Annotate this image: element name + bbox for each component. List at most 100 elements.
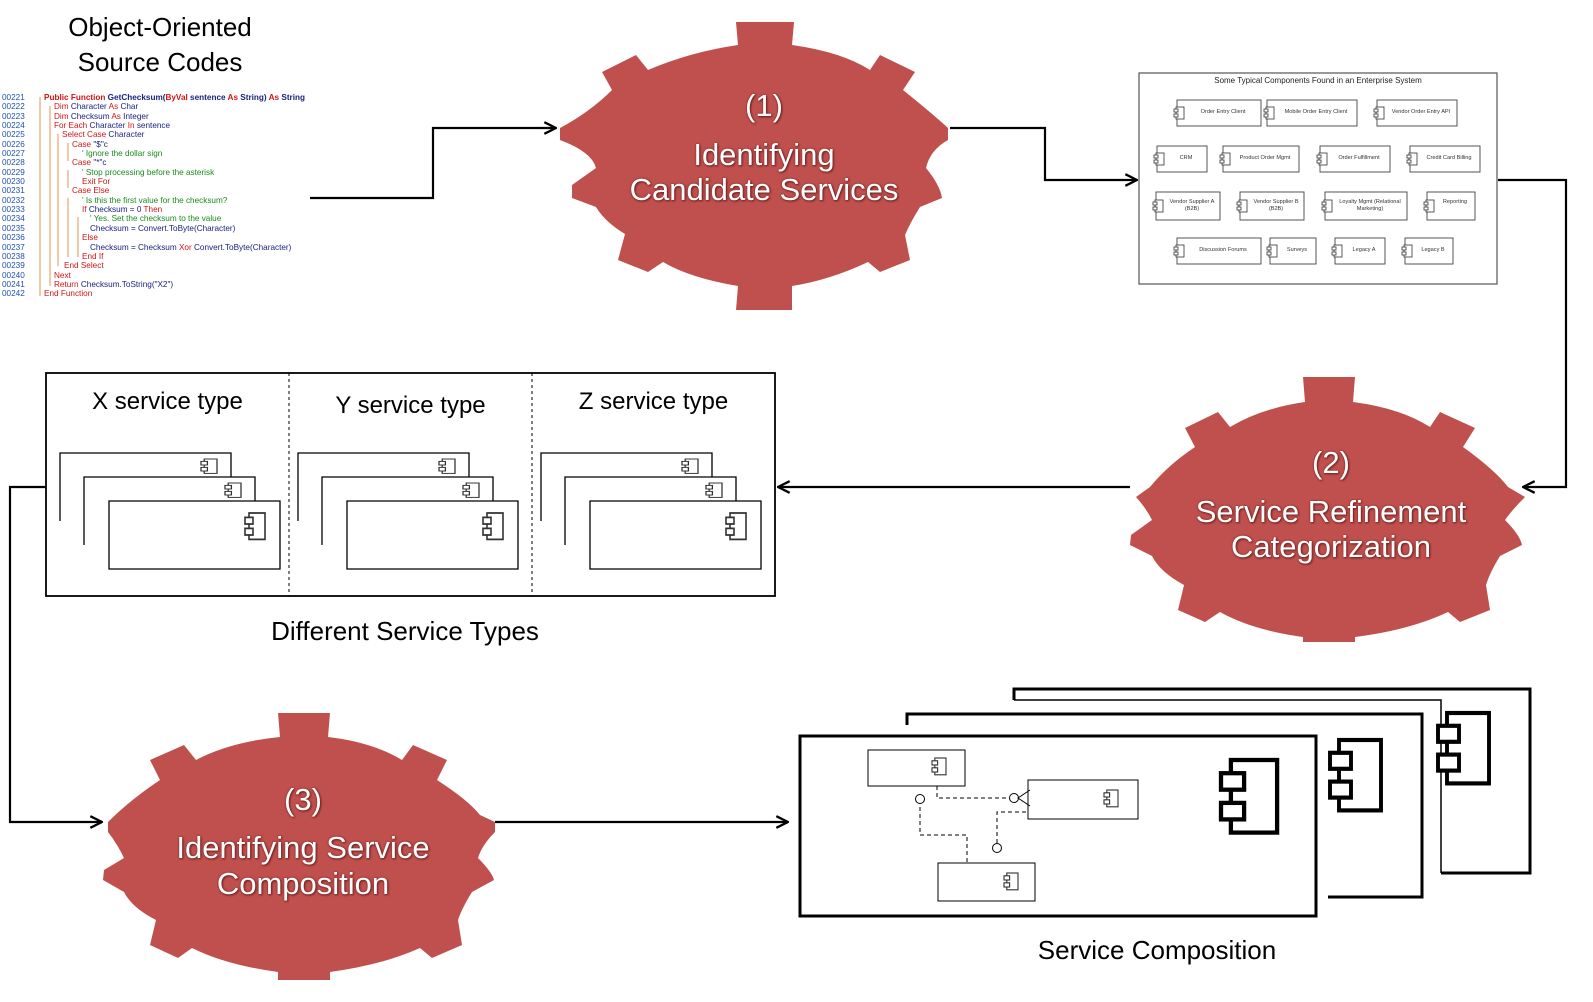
code-line: 00230 Exit For (2, 177, 322, 186)
step3-number: (3) (284, 782, 322, 817)
code-line-text: Exit For (82, 177, 111, 187)
component-box (1222, 145, 1300, 173)
step2-title-line1: Service Refinement (1195, 494, 1467, 529)
source-title: Object-Oriented Source Codes (40, 10, 280, 80)
code-line: 00236 Else (2, 233, 322, 242)
source-title-line1: Object-Oriented (68, 12, 252, 42)
code-line-number: 00222 (2, 102, 25, 112)
service-card (321, 476, 494, 545)
code-line-text: Select Case Character (62, 130, 145, 140)
arrow-step1-to-components (950, 126, 1137, 180)
code-line: 00231 Case Else (2, 186, 322, 195)
code-line-number: 00226 (2, 139, 25, 149)
service-card (83, 476, 256, 545)
component-items (1152, 99, 1481, 265)
code-line-text: Else (82, 233, 98, 243)
service-card (346, 500, 519, 570)
code-line-text: Public Function GetChecksum(ByVal senten… (44, 93, 306, 102)
code-line-text: ' Stop processing before the asterisk (82, 167, 215, 177)
service-types-panel (45, 372, 776, 597)
component-box (1176, 237, 1262, 265)
connector-arrows (8, 126, 1568, 822)
component-label: CRM (1179, 155, 1193, 161)
arrow-source-to-step1 (310, 128, 556, 200)
code-line: 00224 For Each Character In sentence (2, 121, 322, 130)
service-composition-graphic (798, 687, 1532, 918)
code-line-number: 00223 (2, 111, 25, 121)
code-line: 00232 ' Is this the first value for the c… (2, 196, 322, 205)
code-line-number: 00235 (2, 223, 25, 233)
service-card (589, 500, 762, 570)
code-line-text: Return Checksum.ToString("X2") (54, 279, 174, 289)
component-box (1266, 99, 1358, 127)
code-line: 00222 Dim Character As Char (2, 102, 322, 111)
component-box (1319, 145, 1391, 173)
code-line-text: Next (54, 270, 71, 280)
component-box (1155, 191, 1221, 221)
service-card (108, 500, 281, 570)
step1-number: (1) (745, 88, 783, 123)
code-line: 00221 Public Function GetChecksum(ByVal s… (2, 93, 322, 102)
gear-step2 (1130, 377, 1525, 642)
arrow-components-to-step2 (1498, 178, 1568, 487)
code-line-number: 00221 (2, 93, 25, 102)
component-label: Vendor Supplier A (B2B) (1169, 199, 1215, 212)
code-line-text: ' Yes. Set the checksum to the value (90, 214, 222, 224)
source-title-line2: Source Codes (77, 47, 243, 77)
step2-number: (2) (1312, 445, 1350, 480)
service-type-stacks (59, 452, 762, 570)
code-line-number: 00234 (2, 214, 25, 224)
service-composition-caption: Service Composition (1037, 935, 1277, 965)
component-label: Loyalty Mgmt (Relational Marketing) (1339, 199, 1401, 212)
code-line-number: 00231 (2, 186, 25, 196)
component-label: Credit Card Billing (1426, 155, 1472, 161)
step3-title-line1: Identifying Service (176, 830, 430, 865)
code-line-number: 00240 (2, 270, 25, 280)
component-box (1156, 145, 1208, 173)
component-label: Mobile Order Entry Client (1284, 109, 1348, 115)
component-label: Order Entry Client (1200, 109, 1246, 115)
code-line-text: End Function (44, 289, 93, 299)
component-box (1176, 99, 1262, 127)
component-label: Reporting (1442, 199, 1468, 205)
component-label: Vendor Order Entry API (1391, 109, 1451, 115)
code-line-number: 00230 (2, 177, 25, 187)
code-line-text: ' Is this the first value for the checks… (82, 195, 228, 205)
component-label: Order Fulfillment (1338, 155, 1380, 161)
component-label: Discussion Forums (1199, 247, 1247, 253)
code-line-number: 00236 (2, 233, 25, 243)
step1-title-line2: Candidate Services (629, 172, 899, 207)
service-card (59, 452, 232, 521)
service-card (540, 452, 713, 521)
service-card (564, 476, 737, 545)
components-box-title: Some Typical Components Found in an Ente… (1214, 76, 1422, 85)
code-line-text: Dim Character As Char (54, 102, 139, 112)
code-line-text: For Each Character In sentence (54, 121, 171, 131)
code-line: 00227' Ignore the dollar sign (2, 149, 322, 158)
arrow-service-types-to-step3 (8, 485, 102, 822)
step3-title-line2: Composition (216, 866, 390, 901)
code-line-text: Case "$"c (72, 139, 108, 149)
z-service-type-label: Z service type (578, 388, 729, 415)
code-line-number: 00232 (2, 195, 25, 205)
component-box (1404, 237, 1454, 265)
component-box (1269, 237, 1317, 265)
code-line-number: 00237 (2, 242, 25, 252)
step2-title-line2: Categorization (1231, 529, 1431, 564)
code-line-text: Case Else (72, 186, 110, 196)
code-line-text: Checksum = Checksum Xor Convert.ToByte(C… (90, 242, 292, 252)
component-box (1324, 191, 1408, 221)
service-types-caption: Different Service Types (271, 616, 539, 646)
code-line-number: 00229 (2, 167, 25, 177)
code-line-text: Case "*"c (72, 158, 107, 168)
code-line-text: End Select (64, 261, 104, 271)
gear-step1 (560, 22, 948, 310)
code-line-number: 00224 (2, 121, 25, 131)
